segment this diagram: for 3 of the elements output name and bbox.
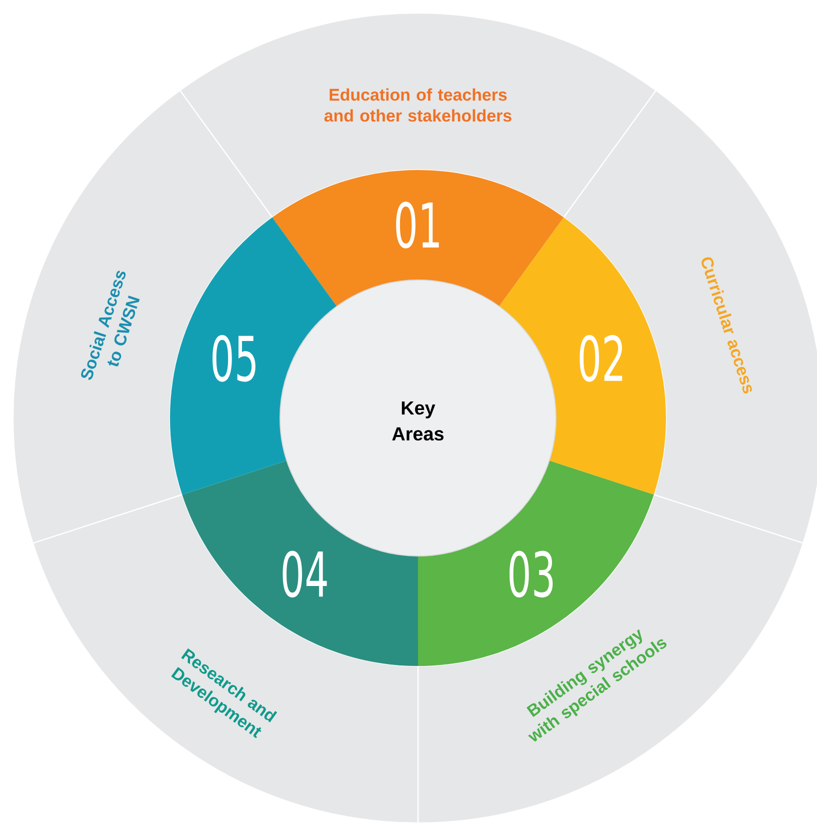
ring-segment: 02 — [493, 217, 666, 495]
ring-segment: 05 — [170, 217, 343, 495]
ring-segment: 01 — [272, 170, 564, 314]
